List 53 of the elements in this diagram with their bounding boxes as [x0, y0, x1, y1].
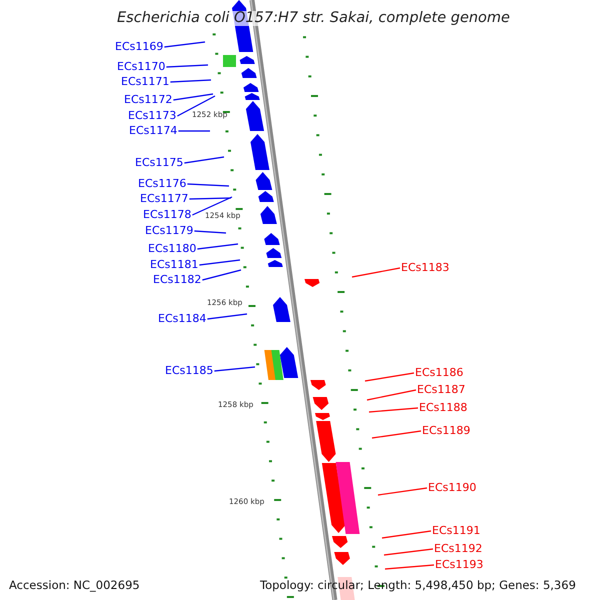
leader-line: [197, 243, 238, 250]
gene-label: ECs1180: [148, 243, 196, 254]
map-title: Escherichia coli O157:H7 str. Sakai, complete genome: [117, 11, 510, 26]
leader-line: [166, 64, 208, 68]
gene-label: ECs1171: [121, 76, 170, 87]
leader-line: [368, 407, 418, 413]
leader-line: [372, 430, 422, 439]
leader-line: [187, 183, 230, 187]
gene-label: ECs1181: [150, 259, 198, 270]
leader-line: [189, 197, 232, 200]
leader-line: [366, 389, 416, 401]
gene-label: ECs1183: [401, 262, 450, 273]
leader-line: [202, 269, 242, 281]
gene-label: ECs1178: [143, 209, 192, 220]
gene-label: ECs1192: [434, 543, 482, 554]
leader-line: [194, 230, 226, 234]
gene-label: ECs1172: [124, 94, 172, 105]
gene-label: ECs1184: [158, 313, 206, 324]
leader-line: [170, 79, 212, 83]
genome-info-text: Topology: circular; Length: 5,498,450 bp; Genes: 5,369: [260, 580, 576, 592]
leader-line: [384, 564, 434, 570]
gene-label: ECs1182: [153, 274, 202, 285]
gene-label: ECs1185: [165, 365, 214, 376]
gene-label: ECs1177: [140, 193, 188, 204]
gene-label: ECs1170: [117, 61, 166, 72]
leader-line: [382, 530, 432, 539]
gene-label: ECs1176: [138, 178, 186, 189]
leader-line: [364, 372, 414, 382]
gene-label: ECs1189: [422, 425, 470, 436]
gene-label: ECs1187: [417, 384, 466, 395]
gene-label: ECs1173: [128, 110, 176, 121]
leader-line: [214, 366, 256, 372]
gene-label: ECs1188: [419, 402, 468, 413]
leader-line: [378, 487, 428, 496]
leader-line: [207, 313, 248, 320]
gene-label: ECs1179: [145, 225, 194, 236]
gene-label: ECs1174: [129, 125, 178, 136]
gene-label: ECs1190: [428, 482, 476, 493]
gene-label: ECs1193: [435, 559, 484, 570]
gene-label: ECs1169: [115, 41, 164, 52]
leader-line: [177, 95, 216, 117]
gene-label: ECs1191: [432, 525, 480, 536]
leader-line: [192, 196, 232, 216]
leader-line: [384, 548, 434, 556]
leader-line: [164, 41, 206, 48]
leader-line: [173, 93, 214, 101]
leader-line: [184, 156, 224, 164]
leader-line: [352, 267, 400, 278]
leader-line: [178, 130, 210, 132]
leader-line: [199, 259, 240, 266]
accession-text: Accession: NC_002695: [9, 580, 140, 592]
gene-label: ECs1175: [135, 157, 184, 168]
gene-label: ECs1186: [415, 367, 464, 378]
